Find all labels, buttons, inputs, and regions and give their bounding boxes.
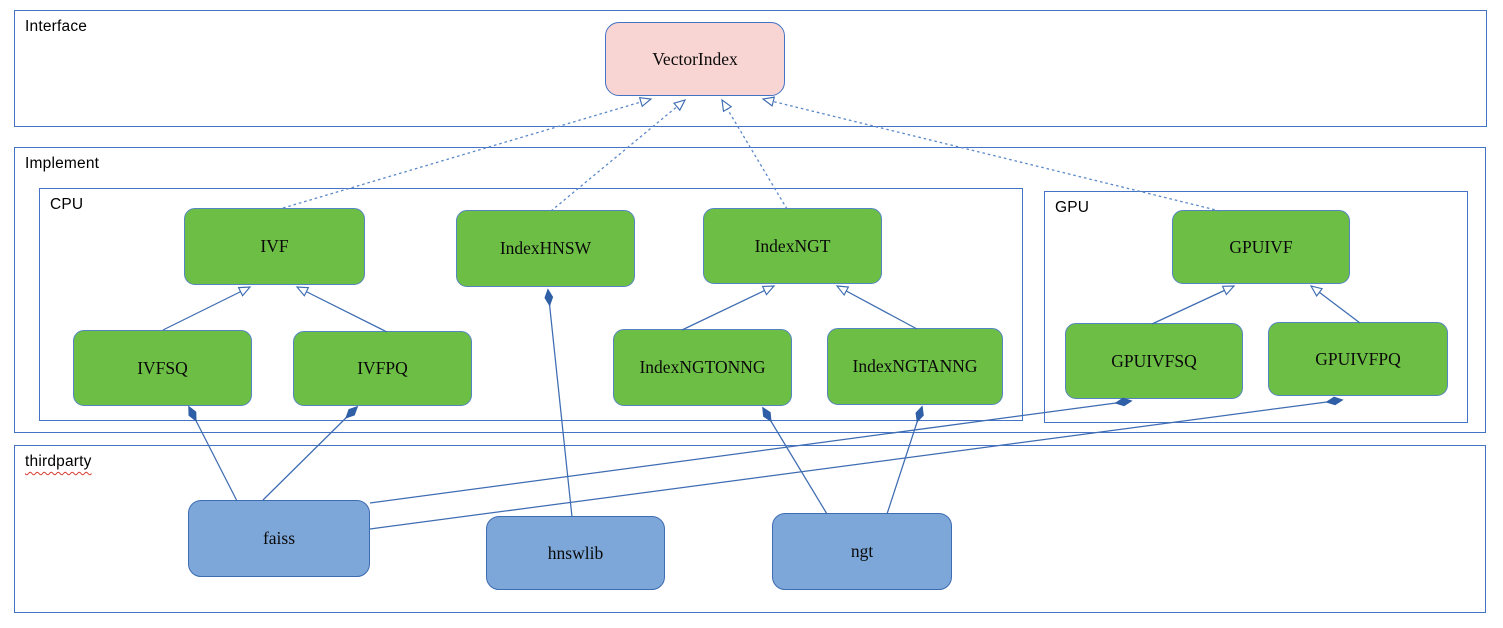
node-indexngt-label: IndexNGT [754, 235, 831, 256]
node-ivf[interactable]: IVF [184, 208, 365, 285]
node-gpuivf-label: GPUIVF [1229, 236, 1293, 257]
node-ngt[interactable]: ngt [772, 513, 952, 590]
container-cpu-label: CPU [50, 196, 84, 213]
node-faiss[interactable]: faiss [188, 500, 370, 577]
node-gpuivf[interactable]: GPUIVF [1172, 210, 1350, 284]
node-hnswlib[interactable]: hnswlib [486, 516, 665, 590]
node-indexngt[interactable]: IndexNGT [703, 208, 882, 284]
node-vectorindex-label: VectorIndex [652, 48, 738, 69]
node-gpuivfpq[interactable]: GPUIVFPQ [1268, 322, 1448, 396]
node-ivf-label: IVF [260, 236, 289, 256]
node-gpuivfpq-label: GPUIVFPQ [1315, 348, 1401, 369]
node-ivfsq-label: IVFSQ [137, 357, 188, 378]
node-gpuivfsq-label: GPUIVFSQ [1111, 350, 1197, 371]
node-ivfpq-label: IVFPQ [357, 358, 408, 378]
node-indexhnsw[interactable]: IndexHNSW [456, 210, 635, 287]
node-faiss-label: faiss [262, 528, 296, 548]
node-indexhnsw-label: IndexHNSW [499, 238, 592, 258]
container-thirdparty-label: thirdparty [25, 453, 92, 470]
node-indexngtanng[interactable]: IndexNGTANNG [827, 328, 1003, 405]
node-indexngtanng-label: IndexNGTANNG [852, 356, 978, 376]
container-gpu-label: GPU [1055, 199, 1090, 216]
container-implement-label: Implement [25, 155, 100, 172]
node-ivfpq[interactable]: IVFPQ [293, 331, 472, 406]
node-hnswlib-label: hnswlib [547, 542, 604, 563]
node-indexngtonng-label: IndexNGTONNG [639, 357, 766, 377]
node-vectorindex[interactable]: VectorIndex [605, 22, 785, 96]
node-ivfsq[interactable]: IVFSQ [73, 330, 252, 406]
container-interface-label: Interface [25, 18, 88, 35]
node-ngt-label: ngt [850, 541, 874, 561]
node-indexngtonng[interactable]: IndexNGTONNG [613, 329, 792, 406]
node-gpuivfsq[interactable]: GPUIVFSQ [1065, 323, 1243, 399]
